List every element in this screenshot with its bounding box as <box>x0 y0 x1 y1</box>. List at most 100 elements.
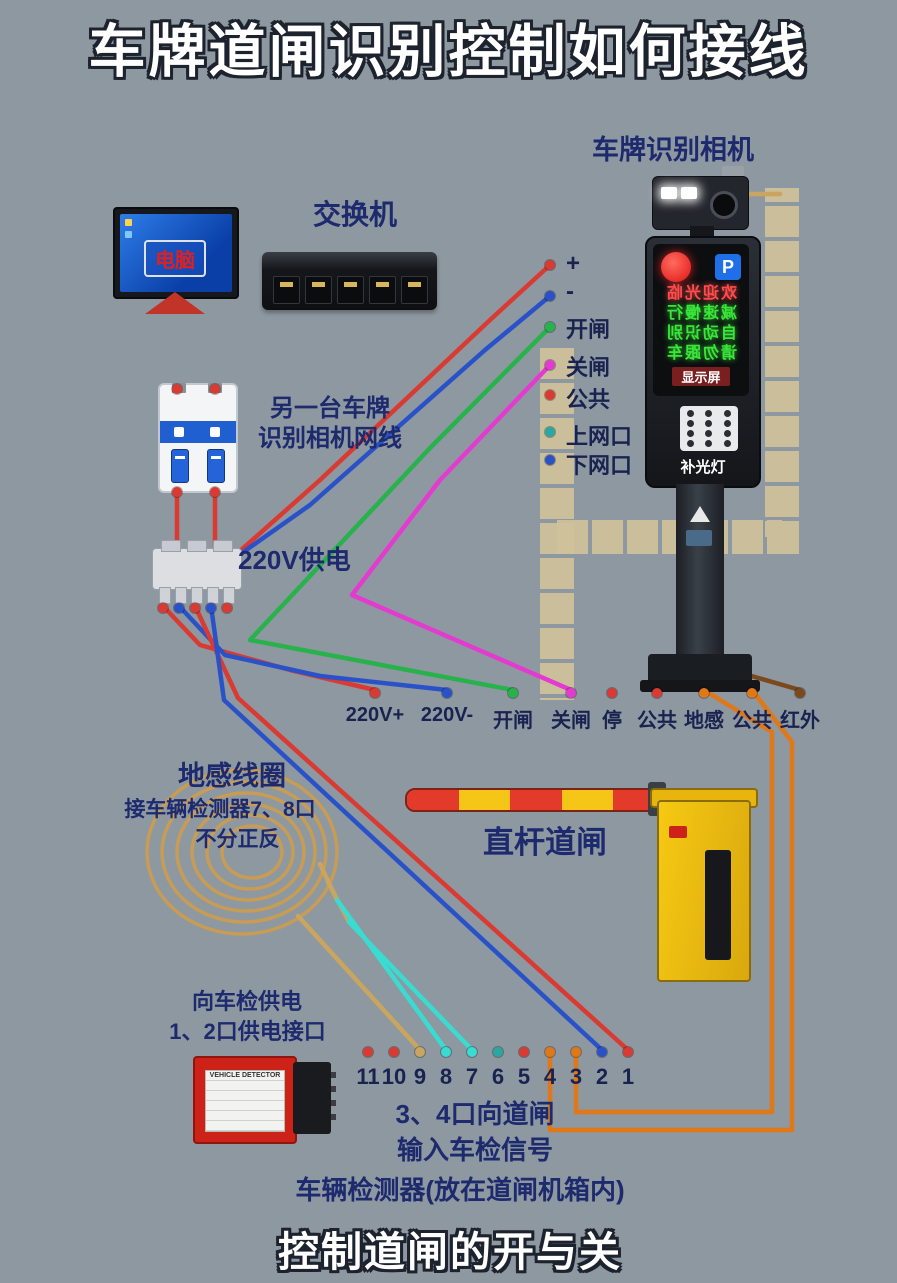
display-line: 欢迎光临 <box>665 285 738 302</box>
terminal-dot-plus <box>545 260 555 270</box>
wire-camera-plus <box>237 262 553 554</box>
switch-port <box>273 276 300 304</box>
switch-port <box>369 276 396 304</box>
detector-out2: 输入车检信号 <box>396 1135 553 1165</box>
breaker-dot <box>172 384 182 394</box>
arm-segment <box>510 790 562 810</box>
breaker-window <box>174 427 184 437</box>
barrier-arm <box>405 788 667 812</box>
detector-dot-6 <box>493 1047 503 1057</box>
wire-coil-8 <box>334 897 449 1053</box>
connector-tab <box>187 540 207 552</box>
connector-pin <box>159 587 171 604</box>
connector-tab <box>213 540 233 552</box>
detector-pin-number: 4 <box>543 1064 557 1089</box>
camera-body: P 欢迎光临 减速慢行 自动识别 请勿跟车 显示屏 补光灯 <box>645 236 761 488</box>
desktop-icon <box>125 219 132 226</box>
terminal-dot-open <box>545 322 555 332</box>
detector-pin-number: 2 <box>595 1064 609 1089</box>
coil-note1: 接车辆检测器7、8口 <box>124 798 316 821</box>
connector-dot <box>174 603 184 613</box>
breaker-dot <box>210 487 220 497</box>
detector-dot-7 <box>467 1047 477 1057</box>
computer-label: 电脑 <box>144 240 206 277</box>
breaker-dot <box>210 384 220 394</box>
gate-terminal-label: 关闸 <box>551 710 591 732</box>
detector-note1: 向车检供电 <box>191 989 302 1014</box>
breaker-dot <box>172 487 182 497</box>
detector-dot-1 <box>623 1047 633 1057</box>
gate-cabinet <box>657 800 751 982</box>
camera-base-slab <box>640 680 760 692</box>
detector-pin-number: 8 <box>439 1064 453 1089</box>
camera-terminal-label: 下网口 <box>566 453 633 478</box>
parking-p-badge: P <box>715 254 741 280</box>
detector-dot-3 <box>571 1047 581 1057</box>
gate-dot-220v-minus <box>442 688 452 698</box>
detector-pin-number: 9 <box>413 1064 427 1089</box>
desktop-icon <box>125 231 132 238</box>
wire-detector-out-4 <box>547 687 795 1133</box>
camera-bracket <box>690 226 714 238</box>
connector-dot <box>206 603 216 613</box>
terminal-dot-common <box>545 390 555 400</box>
connector-pin <box>175 587 187 604</box>
breaker-toggle <box>171 449 189 483</box>
detector-pin-number: 10 <box>381 1064 407 1089</box>
detector-device-label: VEHICLE DETECTOR <box>206 1071 284 1080</box>
camera-label: 车牌识别相机 <box>592 135 754 165</box>
breaker-note-line2: 识别相机网线 <box>258 425 402 452</box>
camera-pole <box>676 484 724 656</box>
vehicle-detector: VEHICLE DETECTOR <box>193 1056 297 1144</box>
wire-coil-7 <box>346 919 475 1053</box>
gate-dot-stop <box>607 688 617 698</box>
detector-pin-number: 5 <box>517 1064 531 1089</box>
camera-terminal-label: - <box>566 278 574 305</box>
breaker-band <box>160 421 236 443</box>
power-220v-label: 220V供电 <box>238 545 351 575</box>
terminal-dot-minus <box>545 291 555 301</box>
switch-label: 交换机 <box>312 199 397 230</box>
arm-segment <box>458 790 511 810</box>
connector-dot <box>222 603 232 613</box>
gate-terminal-label: 220V+ <box>345 704 405 726</box>
gate-dot-common2 <box>747 688 757 698</box>
camera-terminal-label: 公共 <box>566 387 611 412</box>
network-switch <box>262 252 437 310</box>
pole-sign <box>686 530 712 546</box>
detector-dot-10 <box>389 1047 399 1057</box>
monitor-screen: 电脑 <box>120 214 232 292</box>
detector-caption: 车辆检测器(放在道闸机箱内) <box>295 1175 625 1205</box>
monitor-stand <box>145 292 205 314</box>
terminal-dot-lan-down <box>545 455 555 465</box>
connector-tab <box>161 540 181 552</box>
detector-note2: 1、2口供电接口 <box>169 1019 326 1044</box>
display-caption: 显示屏 <box>672 367 730 386</box>
detector-dot-2 <box>597 1047 607 1057</box>
terminal-dot-close <box>545 360 555 370</box>
display-line: 减速慢行 <box>665 305 738 322</box>
detector-pin-number: 11 <box>356 1064 380 1089</box>
connector-pin <box>207 587 219 604</box>
gate-dot-loop <box>699 688 709 698</box>
power-connector <box>152 540 242 604</box>
camera-terminal-label: + <box>566 250 581 277</box>
camera-display: P 欢迎光临 减速慢行 自动识别 请勿跟车 显示屏 <box>653 244 749 396</box>
detector-dot-8 <box>441 1047 451 1057</box>
coil-note2: 不分正反 <box>195 828 280 851</box>
display-line: 自动识别 <box>665 325 738 342</box>
detector-pin <box>331 1072 336 1078</box>
camera-keypad <box>680 406 738 451</box>
detector-dot-9 <box>415 1047 425 1057</box>
arrow-decal-icon <box>690 506 710 522</box>
detector-pin-number: 6 <box>491 1064 505 1089</box>
connector-pin <box>191 587 203 604</box>
gate-terminal-label: 地感 <box>684 710 724 732</box>
wire-220v-minus <box>176 603 450 693</box>
cable-duct-right <box>557 188 799 554</box>
breaker-toggle <box>207 449 225 483</box>
switch-port <box>305 276 332 304</box>
fill-light-label: 补光灯 <box>680 459 726 476</box>
detector-socket <box>293 1062 336 1134</box>
